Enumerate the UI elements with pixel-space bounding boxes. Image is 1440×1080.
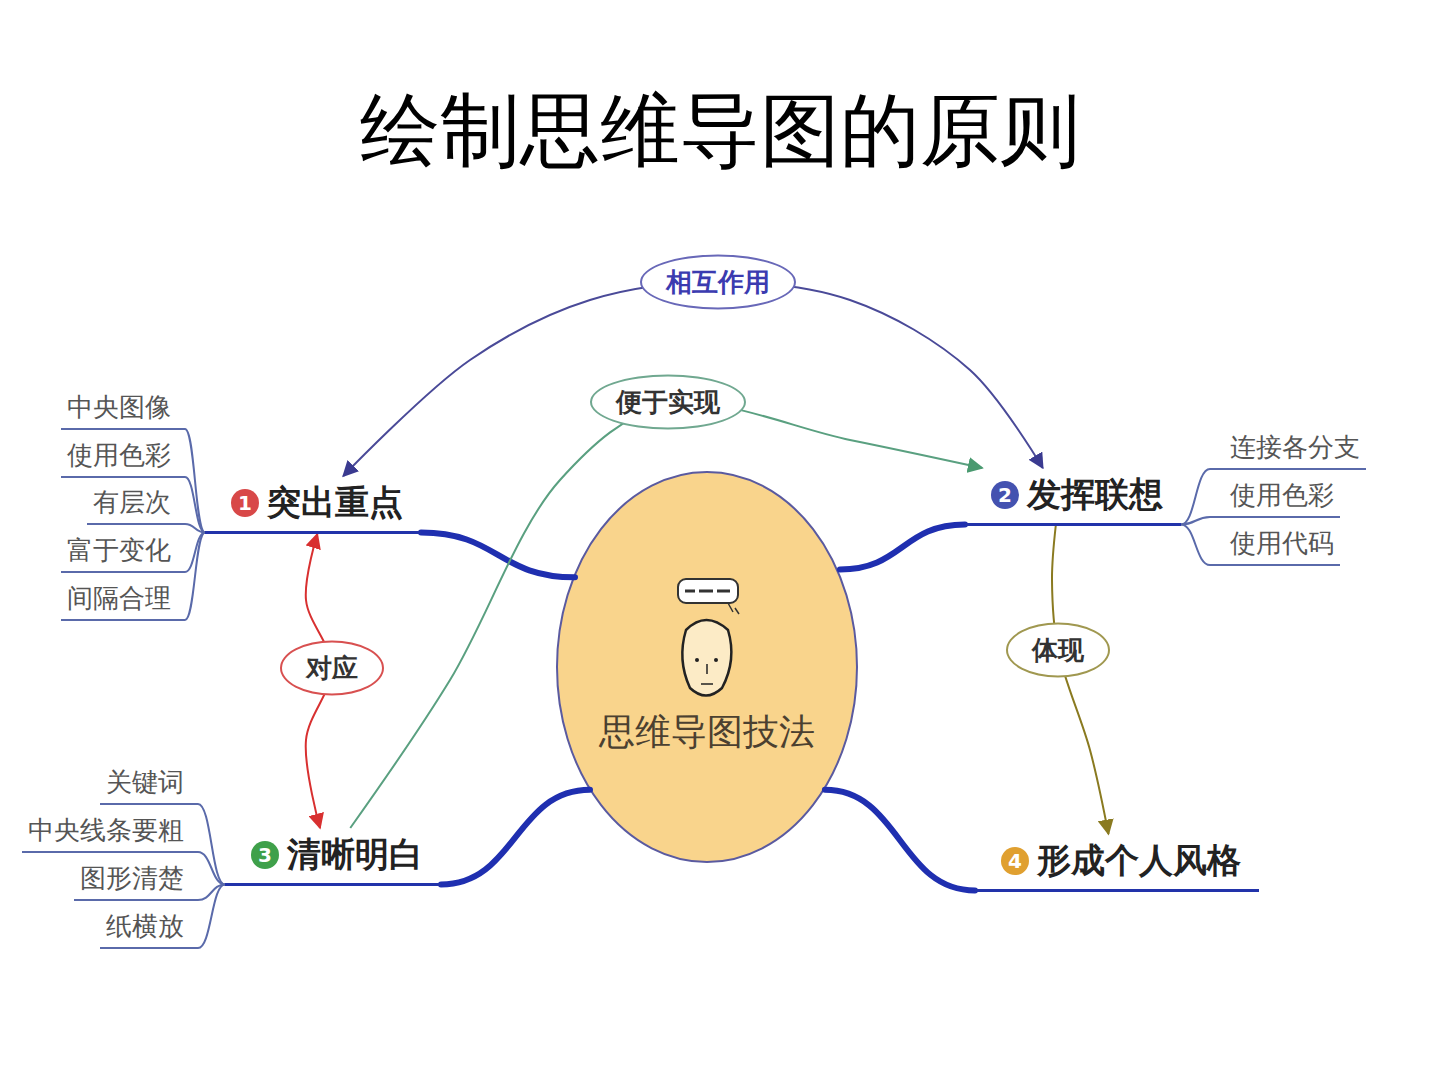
branch-line bbox=[185, 429, 205, 533]
branch-title: 清晰明白 bbox=[287, 832, 423, 878]
branch-item: 使用代码 bbox=[1230, 529, 1334, 558]
sub-branch: 图形清楚 bbox=[74, 859, 198, 901]
branch-line bbox=[421, 533, 575, 578]
sub-branch: 纸横放 bbox=[100, 907, 198, 949]
sub-branch: 使用代码 bbox=[1210, 524, 1340, 566]
branch-line bbox=[198, 885, 225, 949]
sub-branch: 关键词 bbox=[100, 763, 198, 805]
branch-line bbox=[198, 804, 225, 885]
mouth bbox=[701, 683, 713, 685]
branch-title: 突出重点 bbox=[267, 480, 403, 526]
sub-branch: 有层次 bbox=[87, 483, 185, 525]
edge-label: 相互作用 bbox=[640, 255, 796, 310]
central-oval bbox=[557, 472, 857, 862]
main-branch: 3 清晰明白 bbox=[225, 828, 441, 886]
branch-item: 中央线条要粗 bbox=[28, 816, 184, 845]
callout-number: 1 bbox=[231, 489, 259, 517]
branch-line bbox=[441, 790, 590, 885]
sub-branch: 中央图像 bbox=[61, 388, 185, 430]
main-branch: 1 突出重点 bbox=[205, 476, 421, 534]
branch-line bbox=[185, 533, 205, 621]
branch-title: 形成个人风格 bbox=[1037, 838, 1241, 884]
thought-bubble bbox=[678, 579, 738, 603]
branch-item: 关键词 bbox=[106, 768, 184, 797]
branch-line bbox=[185, 477, 205, 533]
sub-branch: 富于变化 bbox=[61, 531, 185, 573]
head-outline bbox=[682, 620, 731, 696]
branch-item: 间隔合理 bbox=[67, 584, 171, 613]
branch-line bbox=[1181, 517, 1210, 525]
relation-arrow bbox=[343, 282, 1043, 476]
callout-number: 4 bbox=[1001, 847, 1029, 875]
branch-item: 富于变化 bbox=[67, 536, 171, 565]
branch-line bbox=[825, 790, 975, 891]
central-topic: 思维导图技法 bbox=[557, 472, 857, 862]
edge-label: 便于实现 bbox=[590, 375, 746, 430]
branch-line bbox=[198, 852, 225, 885]
main-branch: 4 形成个人风格 bbox=[975, 834, 1259, 892]
branch-line bbox=[185, 524, 205, 533]
sub-branch: 使用色彩 bbox=[61, 436, 185, 478]
page-title: 绘制思维导图的原则 bbox=[0, 78, 1440, 186]
edge-label: 体现 bbox=[1006, 623, 1110, 678]
branch-item: 连接各分支 bbox=[1230, 433, 1360, 462]
relation-arrow bbox=[350, 403, 982, 828]
main-branch: 2 发挥联想 bbox=[965, 468, 1181, 526]
eye bbox=[695, 658, 699, 662]
branch-item: 纸横放 bbox=[106, 912, 184, 941]
callout-number: 3 bbox=[251, 841, 279, 869]
branch-line bbox=[1181, 525, 1210, 566]
bubble-scribble bbox=[685, 590, 730, 593]
relation-arrow bbox=[1052, 526, 1108, 834]
branch-line bbox=[1181, 469, 1210, 525]
branch-item: 使用色彩 bbox=[67, 441, 171, 470]
branch-item: 有层次 bbox=[93, 488, 171, 517]
sub-branch: 使用色彩 bbox=[1210, 476, 1340, 518]
branch-item: 图形清楚 bbox=[80, 864, 184, 893]
edge-label: 对应 bbox=[280, 641, 384, 696]
sub-branch: 连接各分支 bbox=[1210, 428, 1366, 470]
head-figure bbox=[678, 579, 739, 696]
sub-branch: 间隔合理 bbox=[61, 579, 185, 621]
sub-branch: 中央线条要粗 bbox=[22, 811, 198, 853]
bubble-tail bbox=[728, 603, 739, 614]
branch-item: 使用色彩 bbox=[1230, 481, 1334, 510]
central-title: 思维导图技法 bbox=[557, 472, 857, 757]
callout-number: 2 bbox=[991, 481, 1019, 509]
nose bbox=[706, 664, 708, 674]
eye bbox=[714, 658, 718, 662]
branch-item: 中央图像 bbox=[67, 393, 171, 422]
branch-title: 发挥联想 bbox=[1027, 472, 1163, 518]
branch-line bbox=[840, 525, 965, 570]
